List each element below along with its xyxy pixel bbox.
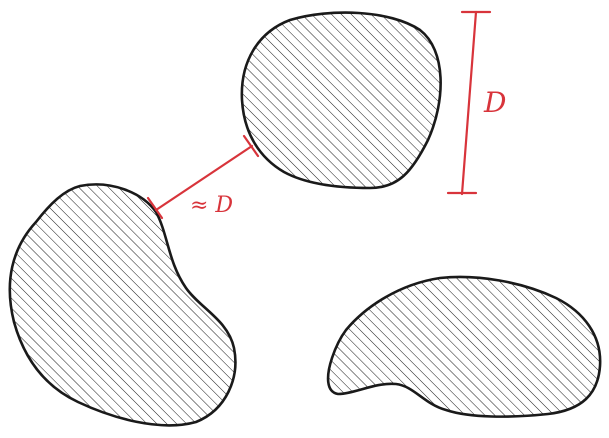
particle-left: [8, 183, 237, 427]
particle-top: [240, 11, 442, 190]
gap-dimension-marker: [146, 134, 260, 220]
size-dimension-marker: [446, 10, 492, 196]
particle-bottom-right: [326, 275, 602, 418]
gap-label: ≈ D: [190, 193, 233, 218]
size-label: D: [483, 86, 506, 119]
